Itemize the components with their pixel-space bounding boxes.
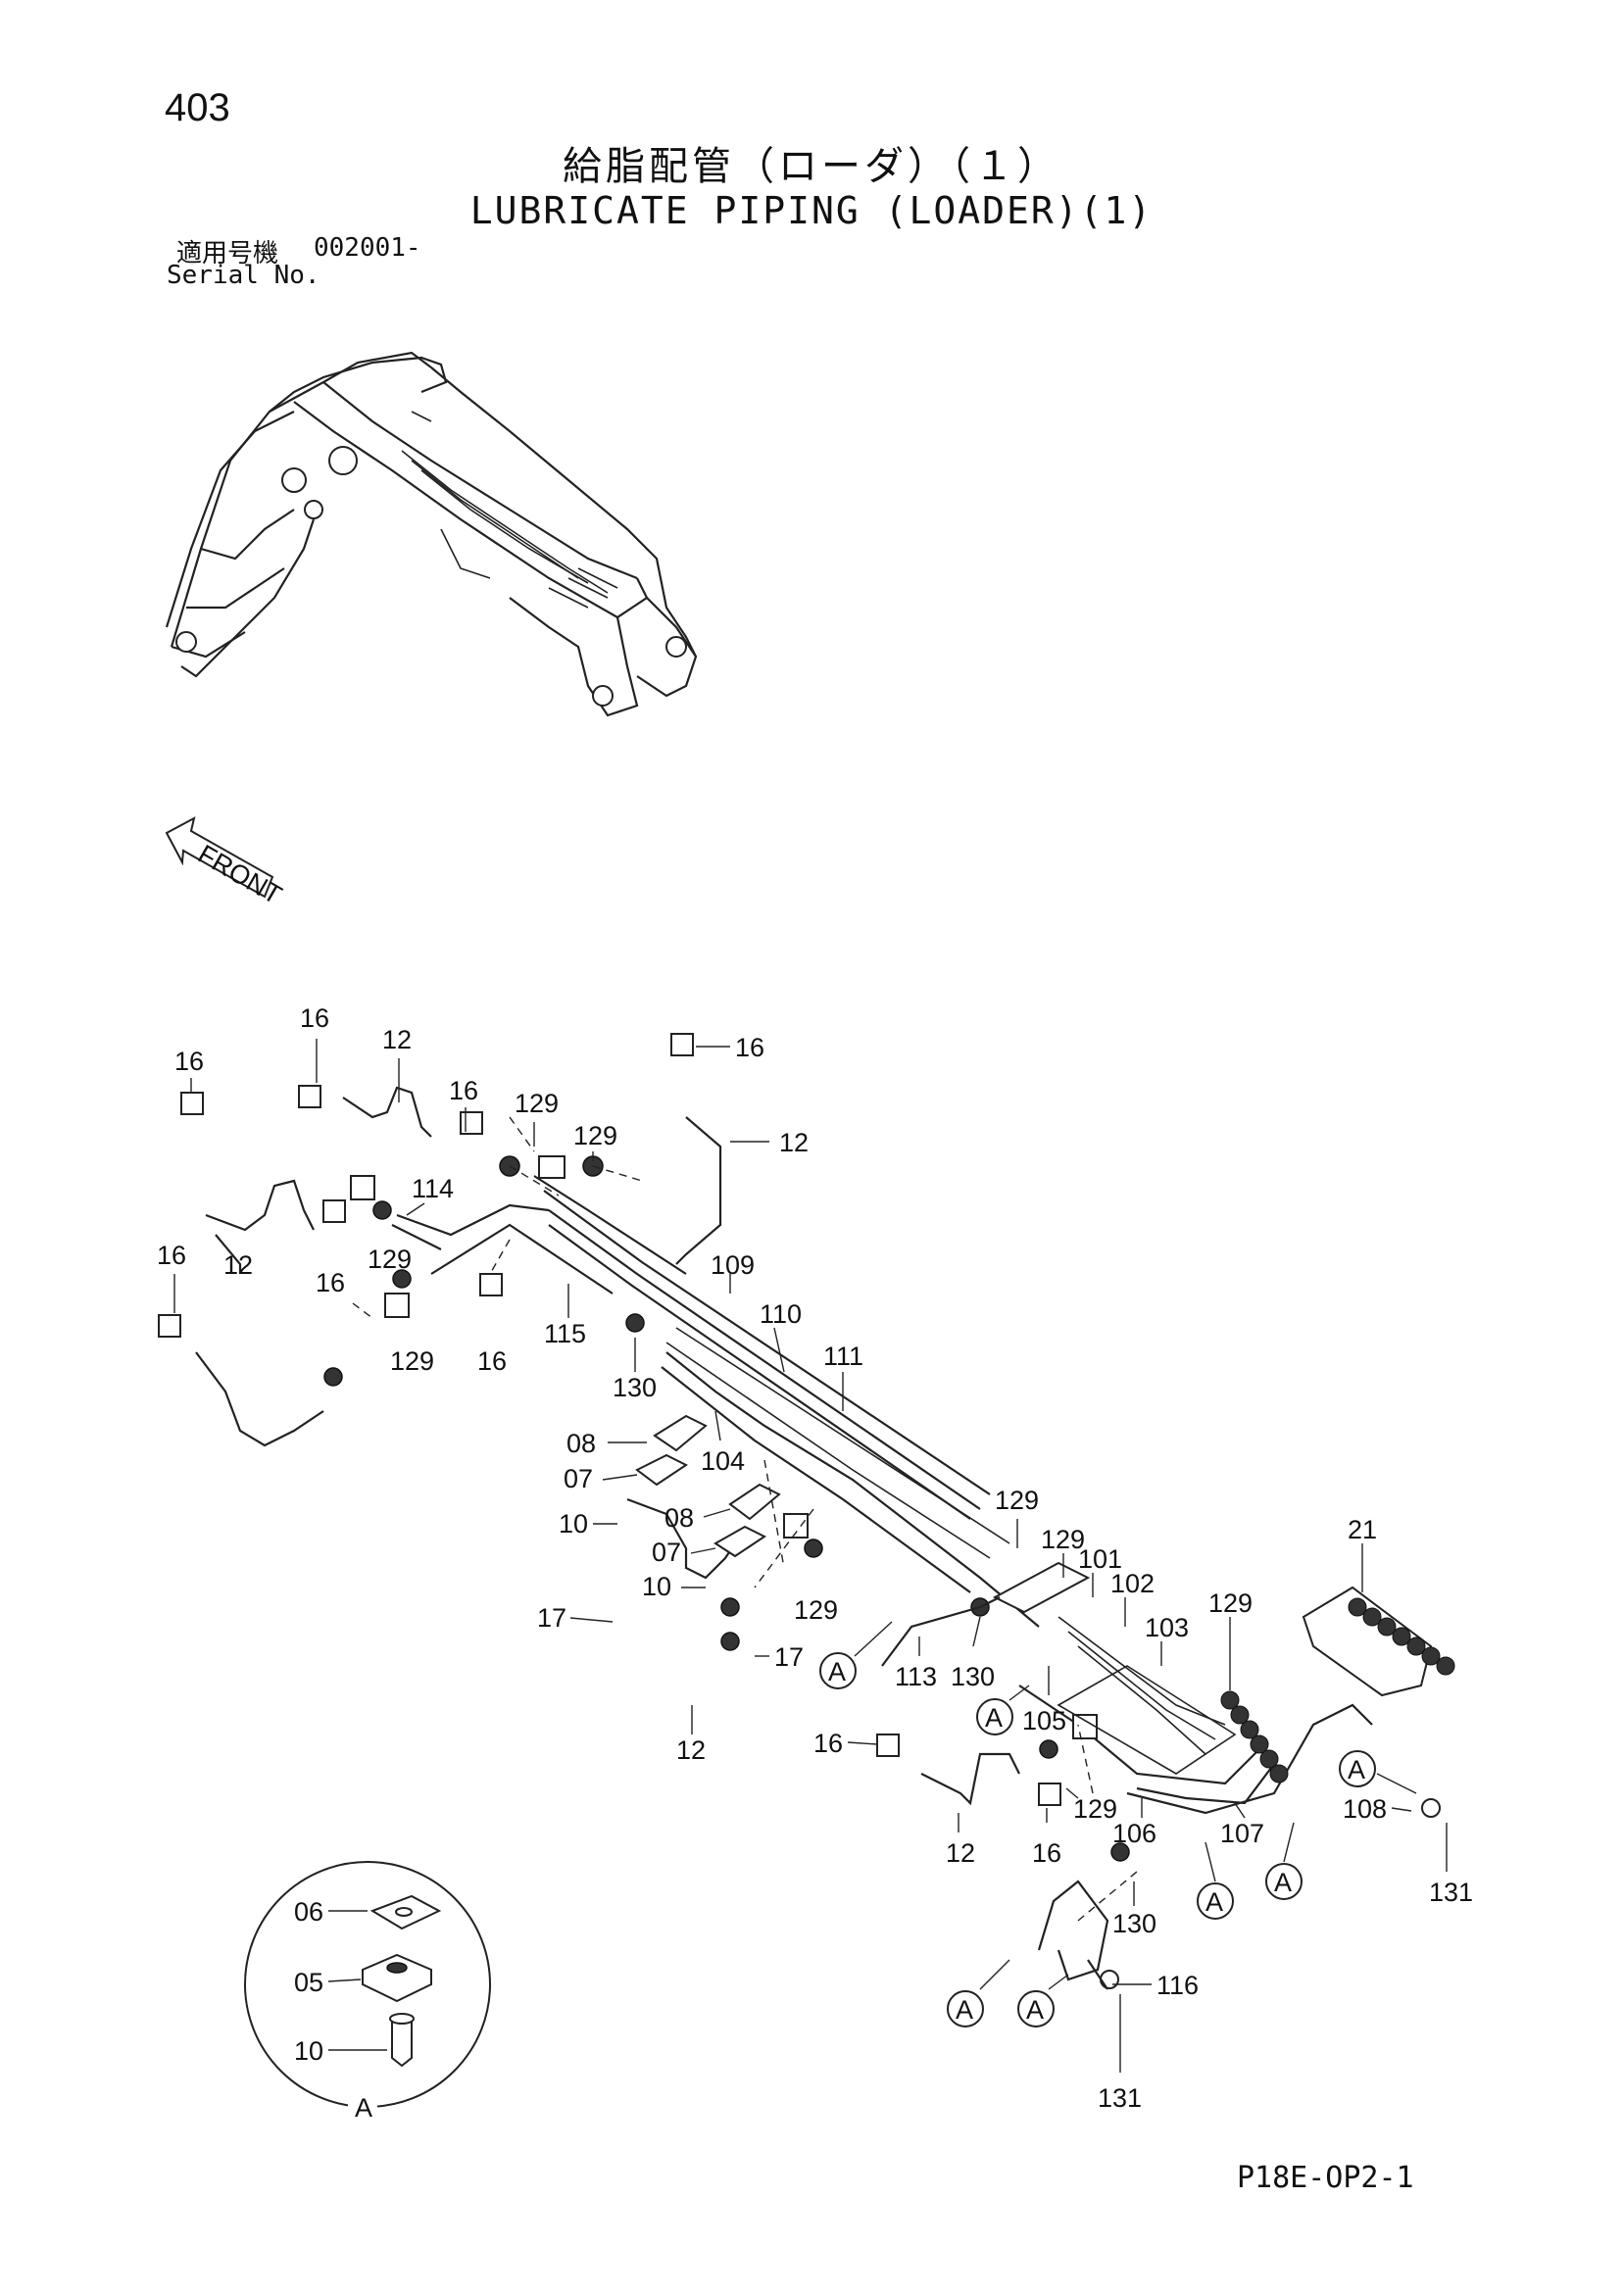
front-direction-arrow: FRONT	[165, 816, 287, 910]
dashed-leaders	[352, 1116, 643, 1319]
label-part-111: 111	[823, 1342, 863, 1371]
label-part-16: 16	[174, 1047, 204, 1076]
label-part-129: 129	[1041, 1525, 1085, 1554]
label-part-10: 10	[559, 1509, 588, 1539]
label-part-116: 116	[1156, 1971, 1199, 2000]
label-part-114: 114	[412, 1174, 454, 1203]
label-part-129: 129	[368, 1245, 412, 1274]
serial-label-english: Serial No.	[167, 261, 320, 290]
label-part-102: 102	[1110, 1569, 1155, 1598]
front-label: FRONT	[193, 839, 287, 909]
svg-text:A: A	[956, 1995, 973, 2025]
boom-arm-overview-illustration	[165, 351, 698, 717]
label-part-12: 12	[382, 1025, 412, 1054]
label-part-17: 17	[774, 1642, 804, 1672]
main-pipe-bundle	[391, 1175, 1373, 1815]
label-part-16: 16	[157, 1241, 186, 1270]
fittings	[158, 1033, 1441, 1989]
drawing-code: P18E-OP2-1	[1237, 2161, 1414, 2195]
label-part-129: 129	[794, 1595, 838, 1625]
svg-text:A: A	[1205, 1887, 1223, 1917]
label-part-103: 103	[1145, 1613, 1189, 1642]
page-title-japanese: 給脂配管（ローダ）（１）	[563, 144, 1060, 189]
label-part-107: 107	[1220, 1819, 1264, 1848]
label-part-17: 17	[537, 1603, 566, 1633]
label-part-129: 129	[573, 1121, 617, 1150]
label-part-110: 110	[760, 1299, 802, 1329]
label-part-115: 115	[544, 1319, 586, 1348]
callout-marker: A	[947, 1959, 1010, 2027]
hose-12-set	[195, 1086, 1020, 1806]
label-part-108: 108	[1343, 1794, 1387, 1824]
svg-text:A: A	[828, 1657, 846, 1686]
label-part-129: 129	[1208, 1588, 1253, 1618]
callout-marker: A	[1339, 1750, 1417, 1794]
label-part-16: 16	[813, 1729, 843, 1758]
label-part-130: 130	[951, 1662, 995, 1691]
label-part-21: 21	[1348, 1515, 1377, 1544]
label-part-113: 113	[895, 1662, 937, 1691]
label-part-129: 129	[390, 1346, 434, 1376]
page-title-english: LUBRICATE PIPING (LOADER)(1)	[469, 189, 1154, 232]
svg-text:A: A	[1348, 1755, 1365, 1784]
label-part-101: 101	[1078, 1544, 1122, 1574]
svg-text:A: A	[1274, 1868, 1292, 1897]
callout-marker: A	[819, 1621, 893, 1689]
label-part-130: 130	[613, 1373, 657, 1402]
label-part-10: 10	[642, 1572, 671, 1601]
label-part-16: 16	[300, 1003, 329, 1033]
label-part-130: 130	[1112, 1909, 1156, 1938]
serial-number-value: 002001-	[314, 233, 421, 263]
label-part-104: 104	[701, 1446, 745, 1476]
label-part-16: 16	[735, 1033, 764, 1062]
label-part-08: 08	[566, 1429, 596, 1458]
svg-text:A: A	[1026, 1995, 1044, 2025]
label-part-106: 106	[1112, 1819, 1156, 1848]
detail-label-part-05: 05	[294, 1968, 323, 1997]
serial-label-japanese: 適用号機	[176, 239, 279, 269]
page-number: 403	[165, 86, 230, 129]
label-part-129: 129	[1073, 1794, 1117, 1824]
detail-view-a: 06 05 10 A	[244, 1861, 491, 2123]
callout-marker: A	[976, 1685, 1030, 1735]
detail-label-part-06: 06	[294, 1897, 323, 1927]
label-part-109: 109	[711, 1250, 755, 1280]
callout-marker: A	[1265, 1822, 1303, 1900]
label-part-16: 16	[316, 1268, 345, 1297]
detail-view-label: A	[355, 2093, 372, 2123]
callout-marker: A	[1017, 1974, 1069, 2027]
part-labels: 16 16 12 16 129 129 16 12 12 114 129 16 …	[157, 1003, 1473, 2113]
callout-marker: A	[1197, 1841, 1234, 1920]
label-part-16: 16	[477, 1346, 507, 1376]
label-part-16: 16	[1032, 1838, 1061, 1868]
label-part-12: 12	[779, 1128, 809, 1157]
detail-label-part-10: 10	[294, 2036, 323, 2066]
distribution-blocks	[992, 1561, 1455, 1783]
label-part-12: 12	[946, 1838, 975, 1868]
label-part-08: 08	[664, 1503, 694, 1533]
lower-pipes	[881, 1596, 1138, 1990]
callout-markers-a: A A A A A A A	[819, 1621, 1417, 2027]
label-part-105: 105	[1022, 1706, 1066, 1735]
label-part-12: 12	[223, 1250, 253, 1280]
label-part-07: 07	[652, 1538, 681, 1567]
label-part-129: 129	[515, 1089, 559, 1118]
clamp-brackets	[635, 1414, 814, 1588]
label-part-16: 16	[449, 1076, 478, 1105]
label-part-129: 129	[995, 1486, 1039, 1515]
label-part-131: 131	[1429, 1878, 1473, 1907]
label-part-131: 131	[1098, 2083, 1142, 2113]
svg-text:A: A	[985, 1703, 1003, 1733]
label-part-12: 12	[676, 1735, 706, 1765]
label-part-07: 07	[564, 1464, 593, 1493]
